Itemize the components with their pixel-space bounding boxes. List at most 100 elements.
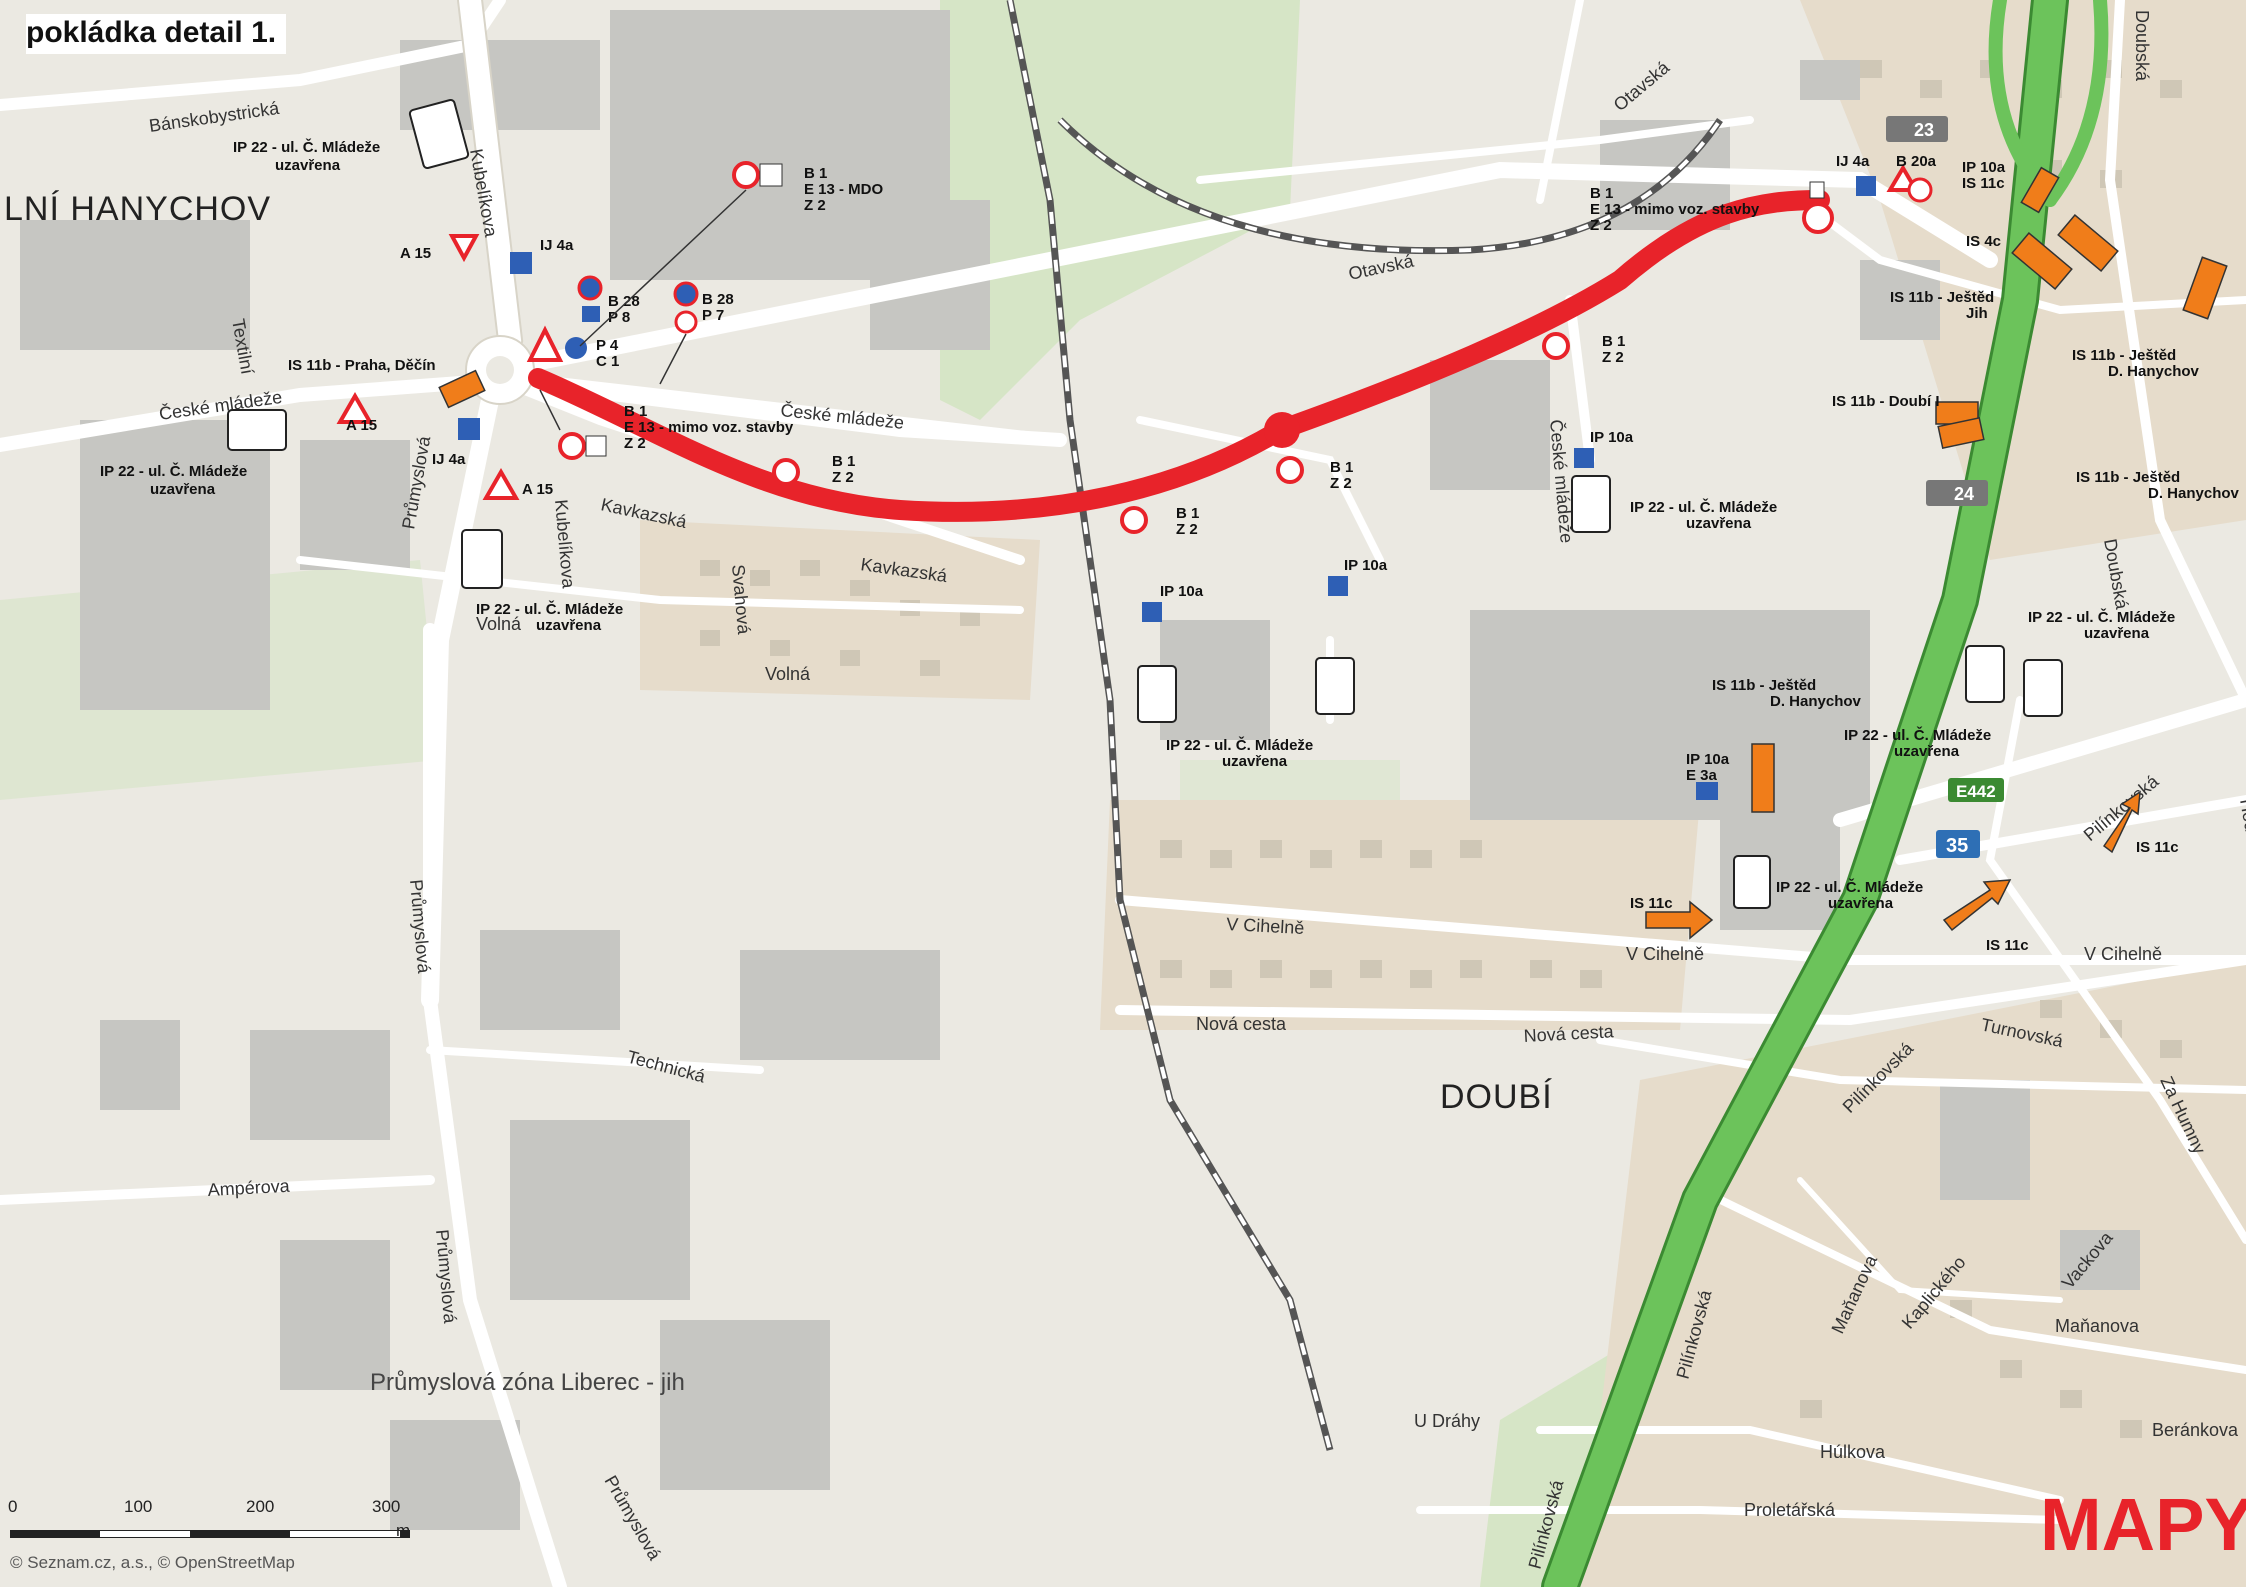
label-ip22-right2-2: uzavřena (2084, 625, 2150, 642)
b1-sign-icon (1120, 506, 1148, 534)
label-is11b-doubi: IS 11b - Doubí I (1832, 393, 1940, 410)
label-is11c-1: IS 11c (1630, 895, 1673, 912)
label-b1-mimo-left-1: B 1 (624, 403, 647, 420)
info-sign-icon (1328, 576, 1348, 596)
label-ip22-right1-2: uzavřena (1894, 743, 1960, 760)
label-is11b-hanychov-1b: D. Hanychov (1770, 693, 1862, 710)
label-b1z2-2b: Z 2 (1176, 521, 1198, 538)
label-ip22-bottom-1: IP 22 - ul. Č. Mládeže (1776, 878, 1923, 896)
label-ip22-top-2: uzavřena (275, 157, 341, 174)
label-ip10a-e3a-1: IP 10a (1686, 751, 1730, 768)
label-b28p8-2: P 8 (608, 309, 630, 326)
scale-tick-200: 200 (246, 1497, 274, 1516)
label-ip22-mall-1: IP 22 - ul. Č. Mládeže (1630, 498, 1777, 516)
industrial-zone-label: Průmyslová zóna Liberec - jih (370, 1369, 685, 1396)
street-amperova: Ampérova (207, 1176, 291, 1200)
label-ij4a-3: IJ 4a (1836, 153, 1870, 170)
info-sign-icon (1856, 176, 1876, 196)
pozor-board-icon (1315, 657, 1355, 715)
scale-bar: 0 100 200 300 m (8, 1497, 410, 1540)
label-is11b-hanychov-1a: IS 11b - Ještěd (1712, 677, 1816, 694)
info-sign-icon (1574, 448, 1594, 468)
speed-limit-icon (1907, 177, 1933, 203)
street-volna-east: Volná (765, 664, 811, 684)
label-b1z2-4b: Z 2 (1602, 349, 1624, 366)
b28-sign-icon (673, 281, 699, 334)
street-v-cihelne-west: V Cihelně (1226, 914, 1305, 938)
label-ip22-right2-1: IP 22 - ul. Č. Mládeže (2028, 608, 2175, 626)
label-b1z2-3b: Z 2 (1330, 475, 1352, 492)
warning-sign-icon (448, 234, 480, 263)
district-hanychov: LNÍ HANYCHOV (4, 190, 271, 228)
label-a15-3: A 15 (522, 481, 553, 498)
label-p4c1-1: P 4 (596, 337, 619, 354)
badge-exit-24: 24 (1954, 484, 1974, 504)
pozor-board-icon (1965, 645, 2005, 703)
warning-sign-icon (336, 391, 374, 424)
label-ip10a-is11c-1: IP 10a (1962, 159, 2006, 176)
label-ip22-center-2: uzavřena (1222, 753, 1288, 770)
label-ip22-top: IP 22 - ul. Č. Mládeže (233, 138, 380, 156)
label-b28p7-2: P 7 (702, 307, 724, 324)
detour-arrow-icon (438, 166, 2228, 940)
label-ip10a-is11c-2: IS 11c (1962, 175, 2005, 192)
label-is11b-hanychov-2a: IS 11b - Ještěd (2072, 347, 2176, 364)
traffic-sign-markers[interactable] (227, 98, 2228, 940)
badge-exit-23: 23 (1914, 120, 1934, 140)
pointer-lines (539, 189, 747, 431)
warning-sign-icon (482, 467, 520, 500)
label-a15-1: A 15 (400, 245, 431, 262)
pozor-board-icon (1733, 855, 1771, 909)
construction-route[interactable] (528, 190, 1830, 522)
pozor-board-icon (1571, 475, 1611, 533)
label-b1-mimo-right-3: Z 2 (1590, 217, 1612, 234)
scale-tick-300: 300 (372, 1497, 400, 1516)
railway (1006, 0, 1723, 1451)
b1-sign-icon (1276, 456, 1304, 484)
b1-sign-icon (558, 432, 607, 460)
page-title: pokládka detail 1. (26, 14, 287, 54)
label-is4c: IS 4c (1966, 233, 2001, 250)
label-is11b-praha: IS 11b - Praha, Děčín (288, 357, 436, 374)
label-ip22-center-1: IP 22 - ul. Č. Mládeže (1166, 736, 1313, 754)
buildings (20, 10, 2140, 1530)
label-a15-2: A 15 (346, 417, 377, 434)
label-b20a: B 20a (1896, 153, 1937, 170)
label-is11b-hanychov-3b: D. Hanychov (2148, 485, 2240, 502)
pozor-board-icon (227, 409, 287, 451)
label-p4c1-2: C 1 (596, 353, 619, 370)
pozor-board-icon (408, 98, 470, 170)
label-ip10a-3: IP 10a (1590, 429, 1634, 446)
pozor-board-icon (2023, 659, 2063, 717)
pozor-board-icon (1137, 665, 1177, 723)
label-is11b-hanychov-2b: D. Hanychov (2108, 363, 2200, 380)
b28-sign-icon (577, 275, 603, 301)
badge-35: 35 (1946, 835, 1968, 857)
pozor-board-icon (461, 529, 503, 589)
label-is11b-jih-2: Jih (1966, 305, 1988, 322)
label-ip22-mall-2: uzavřena (1686, 515, 1752, 532)
label-is11b-jih-1: IS 11b - Ještěd (1890, 289, 1994, 306)
scale-unit: m (396, 1521, 410, 1540)
mapy-logo[interactable]: MAPY (2040, 1483, 2246, 1566)
scale-tick-0: 0 (8, 1497, 17, 1516)
label-ip22-left-2: uzavřena (150, 481, 216, 498)
b1-sign-icon (772, 458, 800, 486)
badge-e442: E442 (1956, 782, 1996, 801)
label-ip10a-e3a-2: E 3a (1686, 767, 1718, 784)
copyright[interactable]: © Seznam.cz, a.s., © OpenStreetMap (10, 1553, 295, 1572)
label-b1-mimo-left-3: Z 2 (624, 435, 646, 452)
label-ip10a-2: IP 10a (1344, 557, 1388, 574)
street-maranova-east: Maňanova (2055, 1316, 2140, 1336)
label-is11c-2: IS 11c (1986, 937, 2029, 954)
scale-tick-100: 100 (124, 1497, 152, 1516)
label-b1z2-1a: B 1 (832, 453, 855, 470)
street-proletarska: Proletářská (1744, 1500, 1836, 1520)
b1-sign-icon (1802, 181, 1834, 234)
sign-labels: IP 22 - ul. Č. Mládeže uzavřena A 15 IJ … (100, 138, 2240, 954)
label-ip22-bottom-2: uzavřena (1828, 895, 1894, 912)
info-sign-icon (458, 418, 480, 440)
label-is11c-3: IS 11c (2136, 839, 2179, 856)
